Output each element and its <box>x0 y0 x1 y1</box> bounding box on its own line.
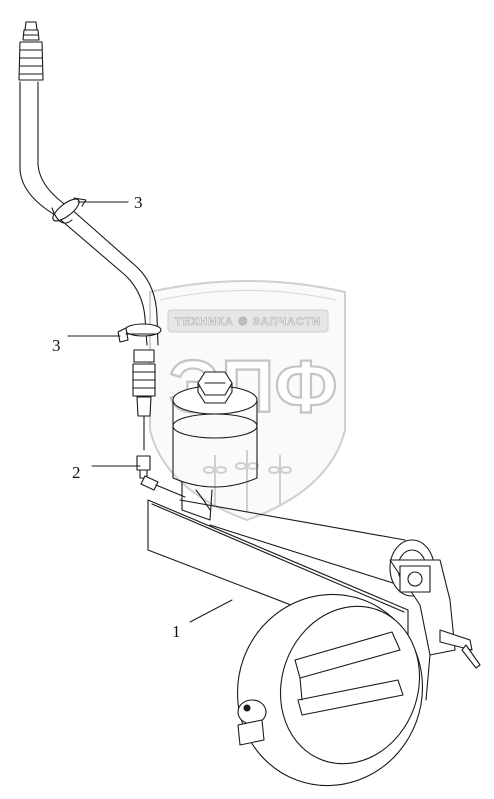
filter-canister <box>172 371 258 521</box>
callout-3-upper: 3 <box>134 193 143 212</box>
hose-line <box>18 21 159 346</box>
elbow-fitting <box>136 455 186 498</box>
pivot-arm <box>389 559 481 701</box>
callout-3-lower: 3 <box>52 336 61 355</box>
callout-2: 2 <box>72 463 81 482</box>
hose-clamp-upper <box>51 197 87 224</box>
leader-line-1 <box>189 599 233 623</box>
callout-1: 1 <box>172 622 181 641</box>
drum-wheel <box>236 593 424 787</box>
hose-lower-fitting <box>132 349 156 451</box>
hose-clamp-lower <box>117 323 162 343</box>
leader-lines <box>67 201 233 623</box>
watermark-brand-text: ТЕХНИКА ⚙ ЗАПЧАСТИ <box>175 316 321 328</box>
watermark-wheat-icon <box>203 450 292 512</box>
